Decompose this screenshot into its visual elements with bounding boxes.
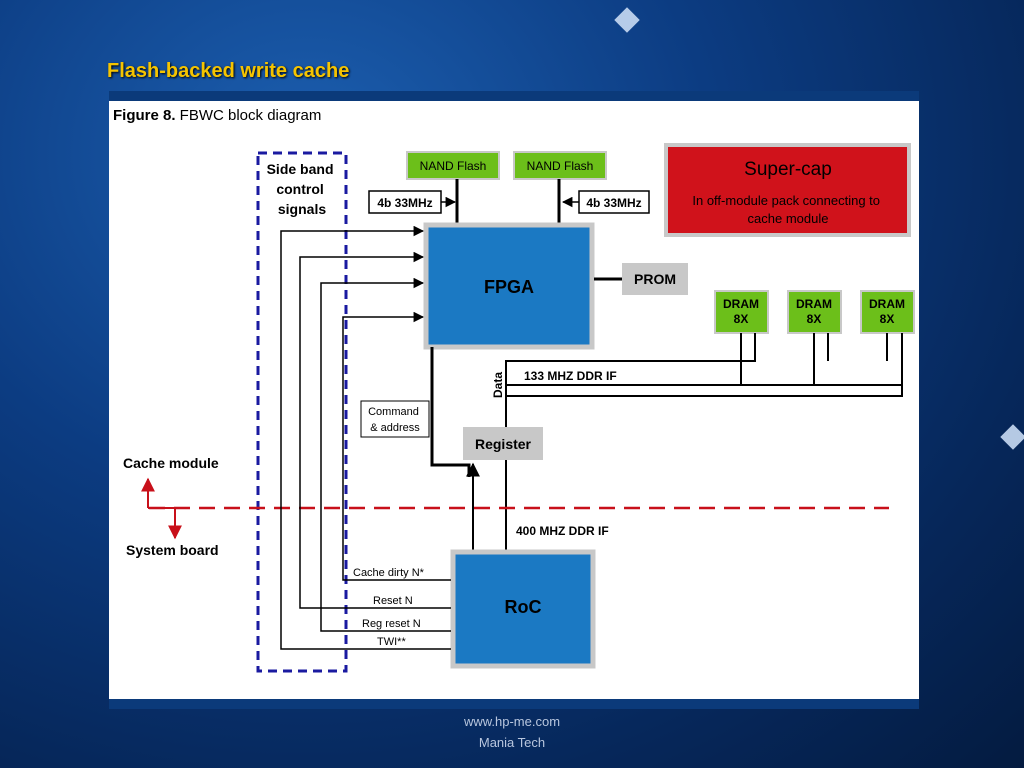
nand-flash-1-label: NAND Flash [420, 159, 487, 173]
signal-twi: TWI** [377, 636, 406, 648]
signal-reg-reset-n: Reg reset N [362, 618, 421, 630]
side-band-label: Side band control signals [267, 161, 338, 217]
supercap-title: Super-cap [744, 159, 832, 180]
roc-block [450, 549, 596, 669]
slide-title: Flash-backed write cache [107, 60, 350, 82]
register-block [463, 427, 543, 460]
svg-text:8X: 8X [734, 312, 749, 326]
footer-url: www.hp-me.com [463, 714, 561, 729]
dram-1: DRAM 8X [714, 290, 769, 334]
bus-label-2-text: 4b 33MHz [586, 196, 641, 210]
decorative-diamond [614, 7, 640, 33]
prom-label: PROM [634, 271, 676, 287]
side-band-box [256, 151, 348, 673]
fbwc-block-diagram: Figure 8. FBWC block diagram Side band c… [113, 107, 915, 673]
data-label: Data [491, 372, 505, 398]
cache-module-label: Cache module [123, 455, 219, 471]
svg-text:8X: 8X [807, 312, 822, 326]
dram-3: DRAM 8X [860, 290, 915, 334]
svg-text:DRAM: DRAM [723, 297, 759, 311]
figure-panel: Figure 8. FBWC block diagram Side band c… [109, 91, 919, 709]
decorative-diamond [1000, 424, 1024, 450]
command-address-box [360, 400, 430, 438]
fpga-block [423, 222, 595, 350]
svg-text:DRAM: DRAM [869, 297, 905, 311]
svg-text:8X: 8X [880, 312, 895, 326]
fpga-label: FPGA [484, 277, 534, 297]
footer-company: Mania Tech [478, 735, 546, 750]
nand-flash-2-label: NAND Flash [527, 159, 594, 173]
supercap-box [664, 143, 911, 237]
signal-reset-n: Reset N [373, 595, 413, 607]
dram-2: DRAM 8X [787, 290, 842, 334]
register-label: Register [475, 436, 532, 452]
ddr133-label: 133 MHZ DDR IF [524, 369, 617, 383]
figure-caption: Figure 8. FBWC block diagram [113, 107, 321, 124]
signal-cache-dirty: Cache dirty N* [353, 567, 425, 579]
nand-flash-2 [513, 151, 607, 180]
ddr400-label: 400 MHZ DDR IF [516, 524, 609, 538]
svg-text:DRAM: DRAM [796, 297, 832, 311]
bus-label-1-text: 4b 33MHz [377, 196, 432, 210]
supercap-desc: In off-module pack connecting to cache m… [692, 193, 883, 226]
system-board-label: System board [126, 542, 219, 558]
prom-block [622, 263, 688, 295]
command-address-label: Command & address [368, 406, 422, 434]
roc-label: RoC [505, 597, 542, 617]
nand-flash-1 [406, 151, 500, 180]
